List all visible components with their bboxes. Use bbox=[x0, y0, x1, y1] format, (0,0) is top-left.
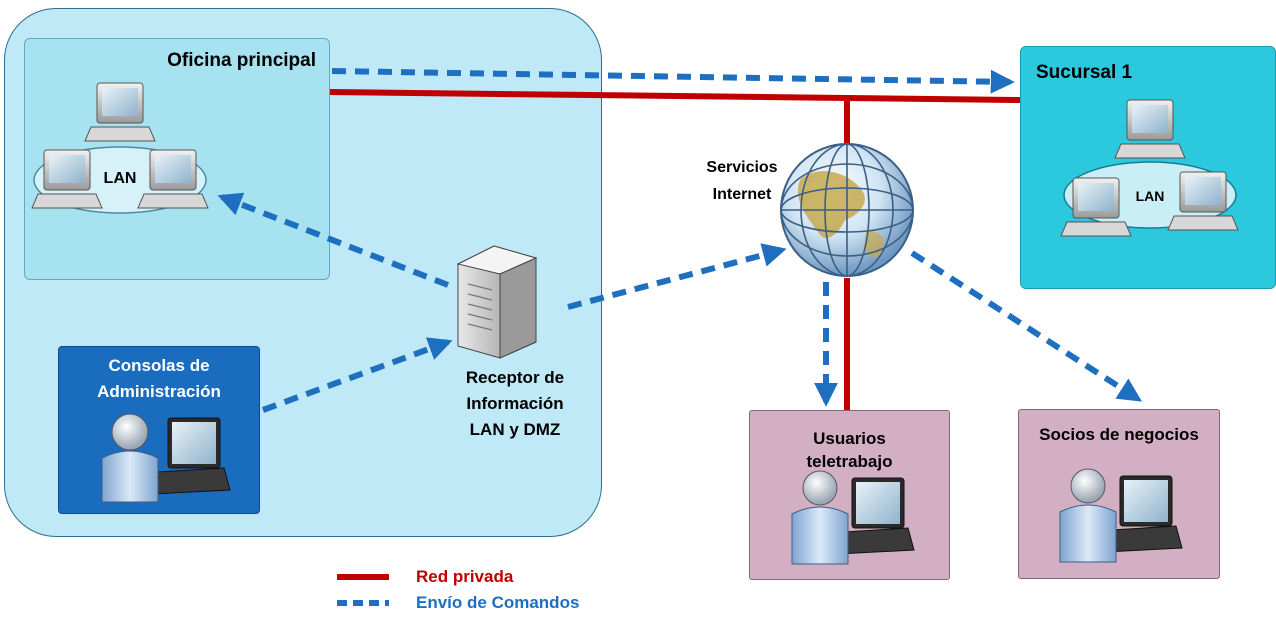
admin-consoles-title-2: Administración bbox=[97, 382, 221, 401]
command-line-office-branch bbox=[331, 68, 1015, 94]
receiver-label-3: LAN y DMZ bbox=[469, 420, 561, 439]
globe-icon bbox=[780, 143, 914, 277]
pc-icon bbox=[137, 149, 209, 209]
legend-commands-label: Envío de Comandos bbox=[416, 593, 580, 612]
legend-private-label: Red privada bbox=[416, 567, 514, 586]
pc-icon bbox=[1060, 177, 1132, 237]
partners-title: Socios de negocios bbox=[1039, 425, 1199, 444]
branch-title: Sucursal 1 bbox=[1036, 62, 1133, 83]
admin-consoles-title-1: Consolas de bbox=[108, 356, 210, 375]
receiver-label-1: Receptor de bbox=[465, 368, 565, 387]
private-line-office-branch bbox=[329, 89, 1021, 103]
pc-icon bbox=[1114, 99, 1186, 159]
receiver-label-2: Información bbox=[466, 394, 564, 413]
telework-title-1: Usuarios bbox=[813, 429, 886, 448]
telework-title-2: teletrabajo bbox=[806, 452, 893, 471]
internet-label-2: Internet bbox=[712, 186, 772, 203]
main-office-title: Oficina principal bbox=[167, 50, 316, 71]
user-laptop-icon bbox=[1059, 468, 1183, 563]
command-line-receiver-internet bbox=[567, 243, 787, 310]
command-line-console-receiver bbox=[261, 337, 453, 413]
command-lines bbox=[217, 68, 1143, 413]
pc-icon bbox=[31, 149, 103, 209]
server-icon bbox=[456, 245, 538, 359]
command-line-receiver-lan bbox=[217, 192, 450, 288]
pc-icon bbox=[84, 82, 156, 142]
user-laptop-icon bbox=[791, 470, 915, 565]
private-network-lines bbox=[329, 89, 1021, 410]
pc-icon bbox=[1167, 171, 1239, 231]
command-line-internet-partners bbox=[910, 250, 1143, 402]
internet-label-1: Servicios bbox=[706, 159, 778, 176]
branch-lan-label: LAN bbox=[1135, 188, 1165, 204]
user-laptop-icon bbox=[101, 413, 231, 503]
main-lan-label: LAN bbox=[103, 170, 137, 187]
